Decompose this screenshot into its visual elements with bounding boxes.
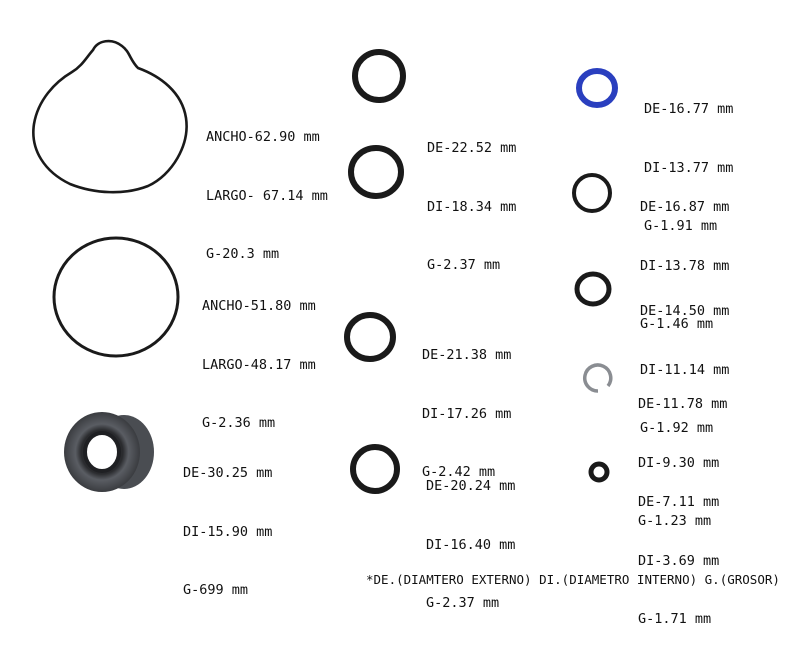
retaining-ring-image	[583, 363, 613, 393]
part-label-large-o-ring: ANCHO-51.80 mm LARGO-48.17 mm G-2.36 mm	[202, 258, 316, 473]
oil-seal-image	[64, 412, 154, 492]
label-line: ANCHO-51.80 mm	[202, 298, 316, 314]
label-line: DI-15.90 mm	[183, 523, 273, 540]
o-ring-21-38-image	[344, 312, 396, 362]
label-line: G-1.23 mm	[638, 513, 712, 529]
part-label-retaining-ring: DE-11.78 mm DI-9.30 mm G-1.23 mm	[638, 356, 727, 571]
label-line: G-2.36 mm	[202, 415, 276, 431]
irregular-gasket-image	[32, 39, 188, 194]
label-line: DE-30.25 mm	[183, 465, 273, 481]
label-line: DI-16.40 mm	[426, 536, 516, 553]
part-label-small-o-ring: DE-7.11 mm DI-3.69 mm G-1.71 mm	[638, 454, 719, 669]
label-line: DE-16.77 mm	[644, 101, 734, 117]
part-label-oil-seal: DE-30.25 mm DI-15.90 mm G-699 mm	[183, 425, 272, 640]
part-label-o-ring-21-38: DE-21.38 mm DI-17.26 mm G-2.42 mm	[422, 307, 511, 522]
label-line: G-20.3 mm	[206, 246, 280, 262]
blue-o-ring-image	[576, 68, 618, 108]
label-line: G-2.37 mm	[427, 257, 501, 273]
label-line: DI-3.69 mm	[638, 552, 720, 569]
o-ring-16-87-image	[572, 173, 612, 213]
label-line: DI-11.14 mm	[640, 361, 730, 378]
label-line: DE-21.38 mm	[422, 347, 512, 363]
label-line: DI-17.26 mm	[422, 405, 512, 422]
label-line: G-1.71 mm	[638, 611, 712, 627]
label-line: G-2.42 mm	[422, 464, 496, 480]
abbreviation-footnote: *DE.(DIAMTERO EXTERNO) DI.(DIAMETRO INTE…	[366, 572, 780, 587]
label-line: DE-14.50 mm	[640, 303, 730, 319]
label-line: DE-7.11 mm	[638, 494, 720, 510]
part-label-o-ring-22-52: DE-22.52 mm DI-18.34 mm G-2.37 mm	[427, 100, 516, 315]
part-label-o-ring-16-87: DE-16.87 mm DI-13.78 mm G-1.46 mm	[640, 159, 729, 374]
o-ring-14-50-image	[574, 271, 612, 307]
label-line: G-1.46 mm	[640, 316, 714, 332]
label-line: DI-13.77 mm	[644, 159, 734, 176]
label-line: LARGO-48.17 mm	[202, 356, 316, 373]
o-ring-22-52-second-image	[348, 145, 404, 199]
label-line: G-699 mm	[183, 582, 249, 598]
label-line: DE-22.52 mm	[427, 140, 517, 156]
label-line: G-1.91 mm	[644, 218, 718, 234]
label-line: LARGO- 67.14 mm	[206, 187, 328, 204]
label-line: DE-11.78 mm	[638, 396, 728, 412]
part-label-o-ring-14-50: DE-14.50 mm DI-11.14 mm G-1.92 mm	[640, 263, 729, 478]
label-line: DI-13.78 mm	[640, 257, 730, 274]
label-line: DE-16.87 mm	[640, 199, 730, 215]
part-label-irregular-gasket: ANCHO-62.90 mm LARGO- 67.14 mm G-20.3 mm	[206, 89, 328, 304]
label-line: DE-20.24 mm	[426, 478, 516, 494]
part-label-blue-o-ring: DE-16.77 mm DI-13.77 mm G-1.91 mm	[644, 61, 733, 276]
label-line: G-1.92 mm	[640, 420, 714, 436]
o-ring-20-24-image	[350, 444, 400, 494]
product-photo: ANCHO-62.90 mm LARGO- 67.14 mm G-20.3 mm…	[32, 39, 780, 627]
label-line: DI-9.30 mm	[638, 454, 720, 471]
label-line: DI-18.34 mm	[427, 198, 517, 215]
large-o-ring-image	[52, 236, 180, 358]
part-label-o-ring-20-24: DE-20.24 mm DI-16.40 mm G-2.37 mm	[426, 438, 515, 653]
o-ring-22-52-image	[352, 49, 406, 103]
label-line: ANCHO-62.90 mm	[206, 129, 320, 145]
label-line: G-2.37 mm	[426, 595, 500, 611]
small-o-ring-image	[588, 461, 610, 483]
